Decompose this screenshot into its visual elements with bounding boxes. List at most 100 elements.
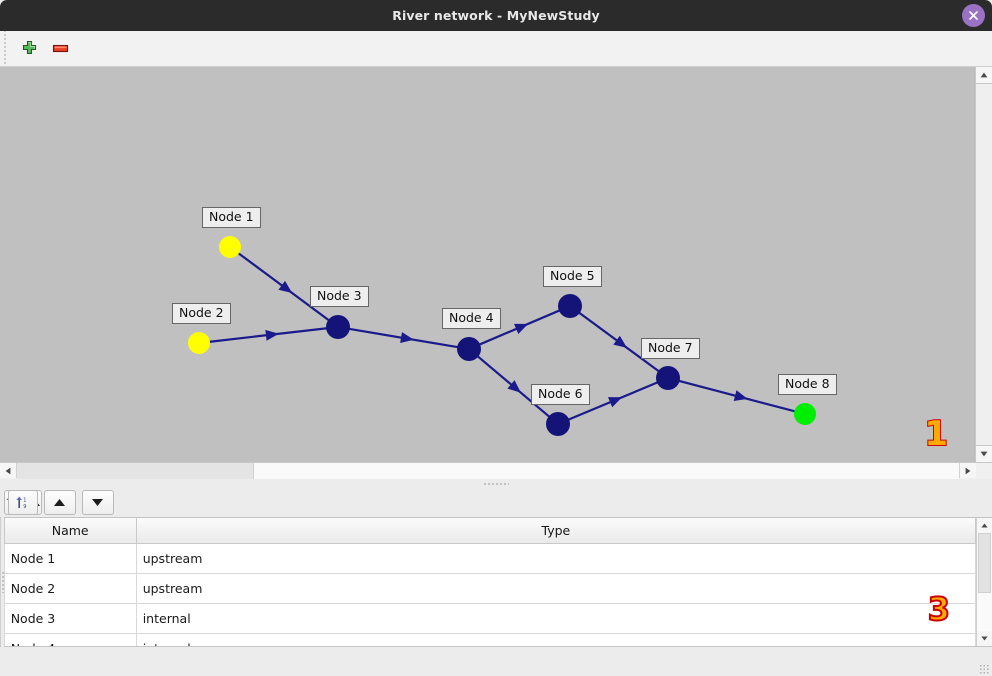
graph-edge-arrow-icon [607,397,623,408]
graph-edge-arrow-icon [514,323,529,334]
add-plus-icon [22,40,36,55]
chevron-up-icon [980,72,988,78]
chevron-up-icon [981,523,988,528]
graph-node-node-1[interactable] [219,236,241,258]
graph-vscroll-track[interactable] [976,84,992,445]
svg-text:1: 1 [23,497,26,503]
chevron-left-icon [5,467,11,474]
nodes-panel-footer [3,647,992,676]
graph-hscroll-track[interactable] [17,463,959,479]
reaches-vertical-scrollbar[interactable] [0,518,1,646]
nodes-sort-button[interactable]: 1 9 [7,489,38,515]
splitter-grip-icon [483,481,509,485]
graph-node-label-node-4[interactable]: Node 4 [442,308,501,329]
chevron-down-icon [981,636,988,641]
scroll-right-button[interactable] [959,463,976,478]
nodes-scroll-down-button[interactable] [977,631,992,646]
graph-edge-arrow-icon [400,332,414,344]
nodes-column-header-type[interactable]: Type [135,518,977,544]
scroll-down-button[interactable] [976,445,992,462]
nodes-column-header-name[interactable]: Name [3,518,137,544]
move-down-icon [92,498,104,506]
vertical-splitter[interactable] [0,487,4,676]
table-cell[interactable]: internal [135,633,977,646]
graph-node-label-node-1[interactable]: Node 1 [202,207,261,228]
graph-horizontal-scrollbar[interactable] [0,462,992,479]
network-graph-svg [188,236,816,436]
table-cell[interactable]: Node 3 [3,603,137,634]
scrollbar-corner [976,463,992,479]
scroll-left-button[interactable] [0,463,17,478]
window-resize-grip[interactable] [979,664,990,674]
toolbar-drag-handle[interactable] [2,31,11,66]
graph-node-node-2[interactable] [188,332,210,354]
network-diagram-canvas[interactable]: Node 1 Node 2 Node 3 Node 4 Node 5 Node 6 Node… [0,67,975,462]
graph-node-node-3[interactable] [326,315,350,339]
graph-node-node-5[interactable] [558,294,582,318]
bottom-panels: 1 9 [0,487,992,676]
table-cell[interactable]: upstream [135,543,977,574]
nodes-move-up-button[interactable] [43,489,76,515]
reaches-panel-footer [0,647,1,676]
nodes-scroll-up-button[interactable] [977,518,992,533]
add-node-button[interactable] [16,36,42,62]
chevron-down-icon [980,451,988,457]
graph-node-label-node-8[interactable]: Node 8 [778,374,837,395]
nodes-vertical-scrollbar[interactable] [976,518,992,646]
graph-edge-arrow-icon [507,380,521,393]
horizontal-splitter[interactable] [0,479,992,487]
nodes-move-down-button[interactable] [81,489,114,515]
graph-node-label-node-2[interactable]: Node 2 [172,303,231,324]
table-cell[interactable]: Node 2 [3,573,137,604]
move-up-icon [54,498,66,506]
nodes-toolbar: 1 9 [4,487,992,517]
title-bar[interactable]: River network - MyNewStudy [0,0,992,31]
nodes-vscroll-track[interactable] [977,533,992,631]
graph-node-node-7[interactable] [656,366,680,390]
table-cell[interactable]: internal [135,603,977,634]
sort-ascending-icon: 1 9 [16,496,27,510]
table-cell[interactable]: Node 4 [3,633,137,646]
graph-vertical-scrollbar[interactable] [975,67,992,462]
table-row[interactable]: Node 4internal [3,633,977,646]
graph-edges [208,252,796,421]
graph-edge-arrow-icon [733,390,748,401]
graph-node-node-4[interactable] [457,337,481,361]
window-title: River network - MyNewStudy [392,8,600,23]
graph-node-node-6[interactable] [546,412,570,436]
svg-text:9: 9 [23,504,26,510]
annotation-marker-1: 1 [923,413,949,455]
main-toolbar [0,31,992,67]
close-button[interactable] [962,4,985,27]
scroll-up-button[interactable] [976,67,992,84]
graph-node-label-node-6[interactable]: Node 6 [531,384,590,405]
remove-node-button[interactable] [47,36,73,62]
nodes-vscroll-thumb[interactable] [978,533,992,593]
nodes-panel: 1 9 [3,487,992,676]
table-cell[interactable]: upstream [135,573,977,604]
table-cell[interactable]: Node 1 [3,543,137,574]
graph-hscroll-thumb[interactable] [17,463,254,479]
graph-node-node-8[interactable] [794,403,816,425]
graph-node-label-node-5[interactable]: Node 5 [543,266,602,287]
chevron-right-icon [965,467,971,474]
graph-area: Node 1 Node 2 Node 3 Node 4 Node 5 Node 6 Node… [0,67,992,462]
graph-node-label-node-3[interactable]: Node 3 [310,286,369,307]
graph-node-label-node-7[interactable]: Node 7 [641,338,700,359]
remove-minus-icon [52,44,68,53]
graph-edge-arrow-icon [278,280,293,294]
graph-nodes[interactable] [188,236,816,436]
close-icon [969,11,978,20]
splitter-grip-icon [0,570,4,593]
graph-edge-arrow-icon [613,335,628,348]
